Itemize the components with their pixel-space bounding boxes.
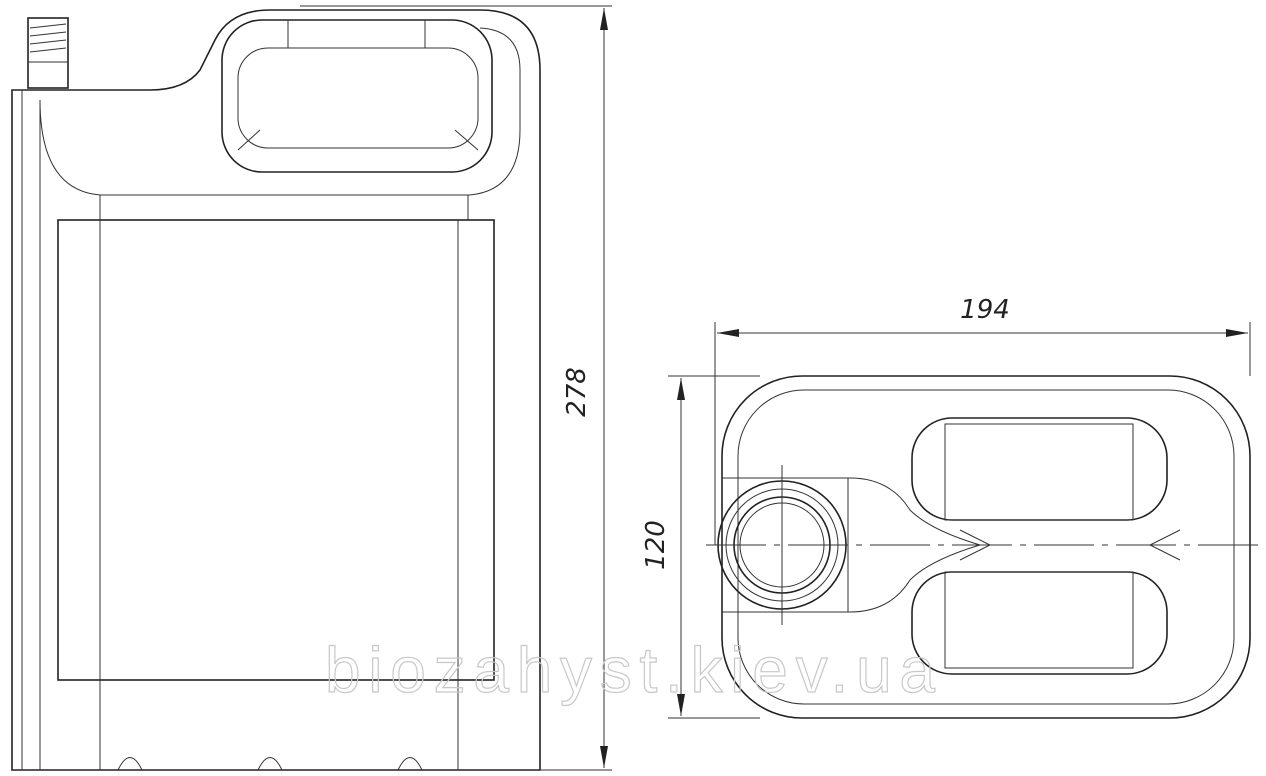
neck-thread bbox=[28, 23, 68, 63]
body-outline bbox=[11, 9, 541, 771]
width-dimension: 194 bbox=[960, 295, 1010, 325]
handle-opening-bottom bbox=[911, 571, 1168, 675]
handle-opening bbox=[221, 19, 493, 173]
top-view: 194 120 bbox=[641, 295, 1262, 719]
base-feet bbox=[117, 757, 423, 771]
top-outline bbox=[721, 375, 1251, 719]
height-dimension: 278 bbox=[562, 367, 592, 417]
shoulder-line bbox=[39, 27, 521, 196]
neck bbox=[27, 17, 69, 89]
handle-opening-top bbox=[911, 417, 1168, 521]
front-view: 278 bbox=[11, 5, 612, 771]
watermark: biozahyst.kiev.ua bbox=[325, 634, 935, 706]
label-panel bbox=[57, 219, 495, 681]
depth-dimension: 120 bbox=[641, 520, 671, 570]
